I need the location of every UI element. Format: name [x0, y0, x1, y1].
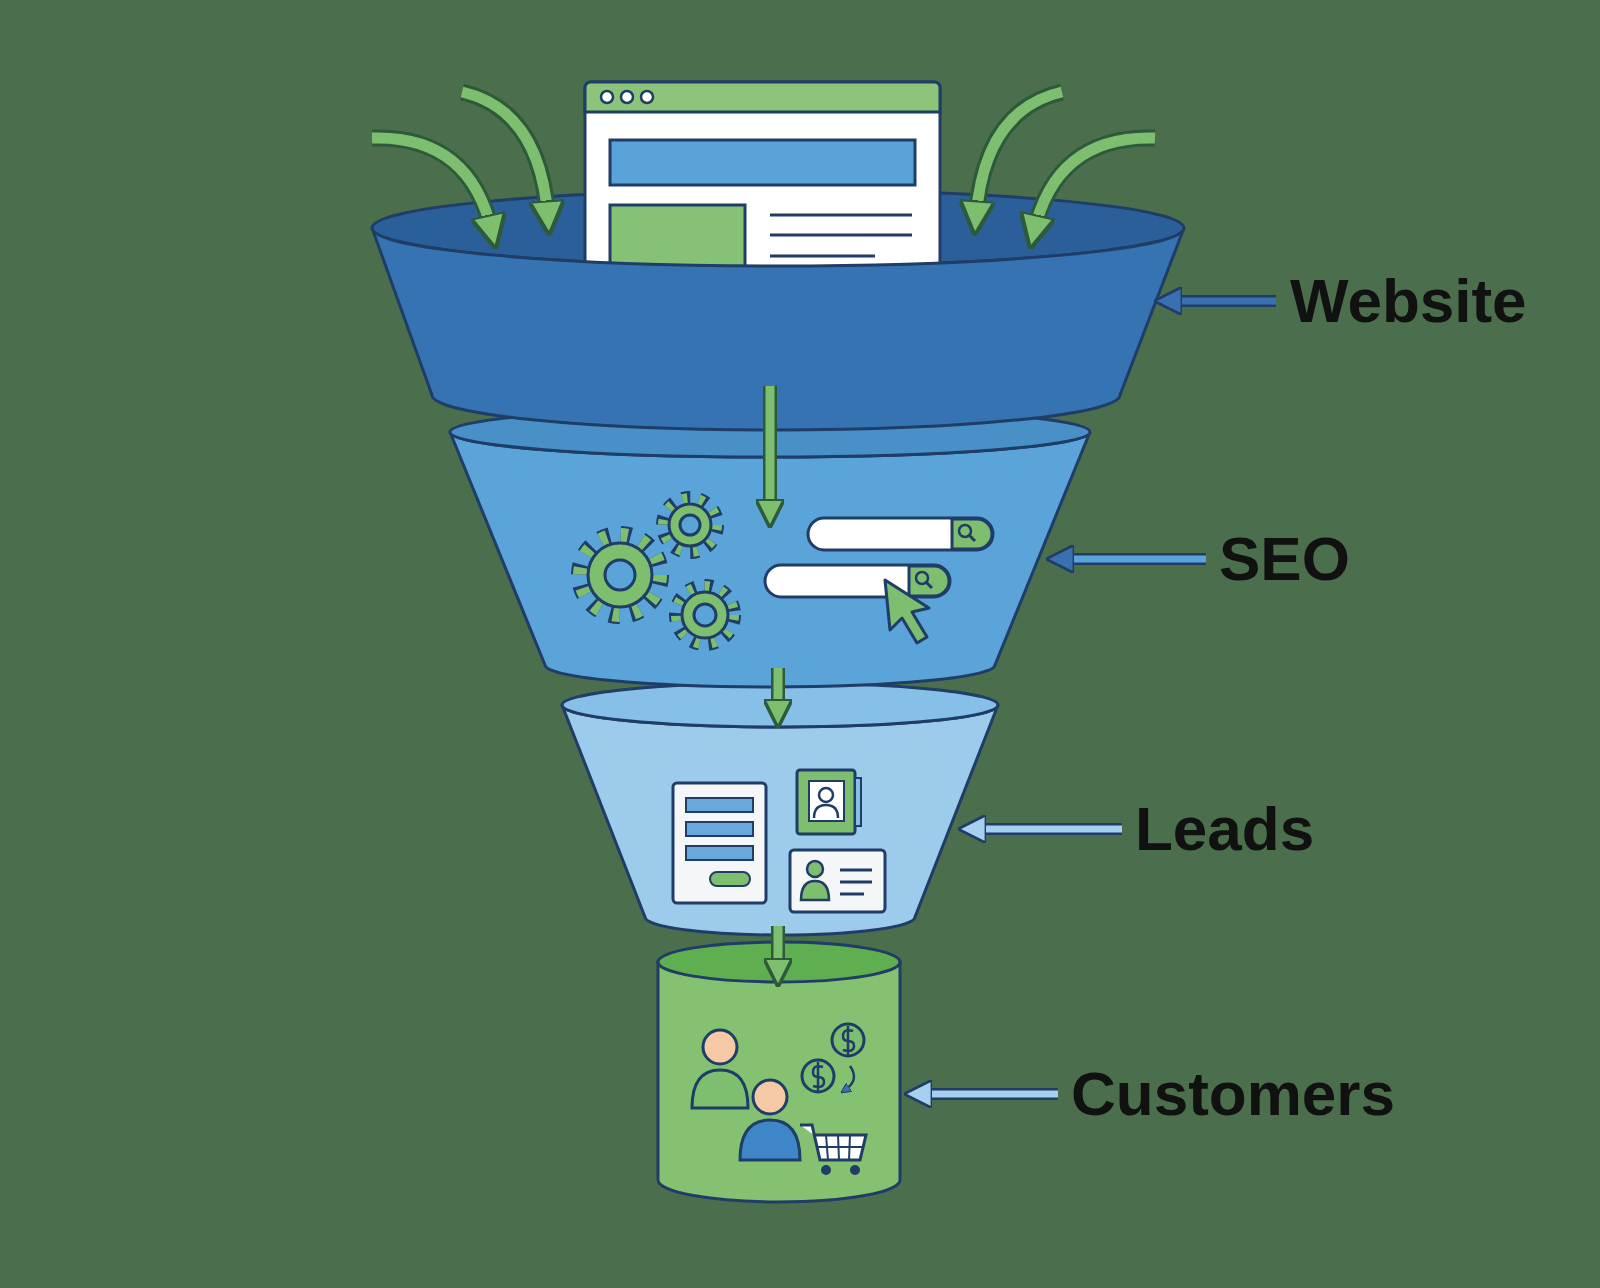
funnel-stage: Customers: [658, 940, 900, 1202]
flow-arrow: [778, 926, 779, 964]
flow-arrow: [778, 668, 779, 705]
flow-arrow-outline: [763, 386, 777, 505]
flow-arrow-line: [774, 926, 783, 964]
stage-label: Customers: [1071, 1063, 1395, 1125]
stage-label: Leads: [1135, 798, 1314, 860]
leader-arrows: [918, 301, 1276, 1094]
flow-arrow-line: [766, 386, 775, 505]
flow-arrow-outline: [771, 926, 785, 964]
funnel-stage: Leads: [560, 681, 1000, 936]
flow-arrow: [770, 386, 771, 505]
flow-arrow-line: [774, 668, 783, 705]
leads-band: [562, 683, 998, 935]
website-band: [372, 82, 1184, 430]
customers-cylinder: [658, 942, 900, 1202]
stage-label: SEO: [1219, 528, 1350, 590]
flow-arrow-outline: [771, 668, 785, 705]
funnel-stage: Website: [372, 190, 1184, 435]
funnel-stage: SEO: [450, 407, 1090, 687]
incoming-arrows: [372, 92, 1155, 232]
stage-label: Website: [1290, 270, 1527, 332]
